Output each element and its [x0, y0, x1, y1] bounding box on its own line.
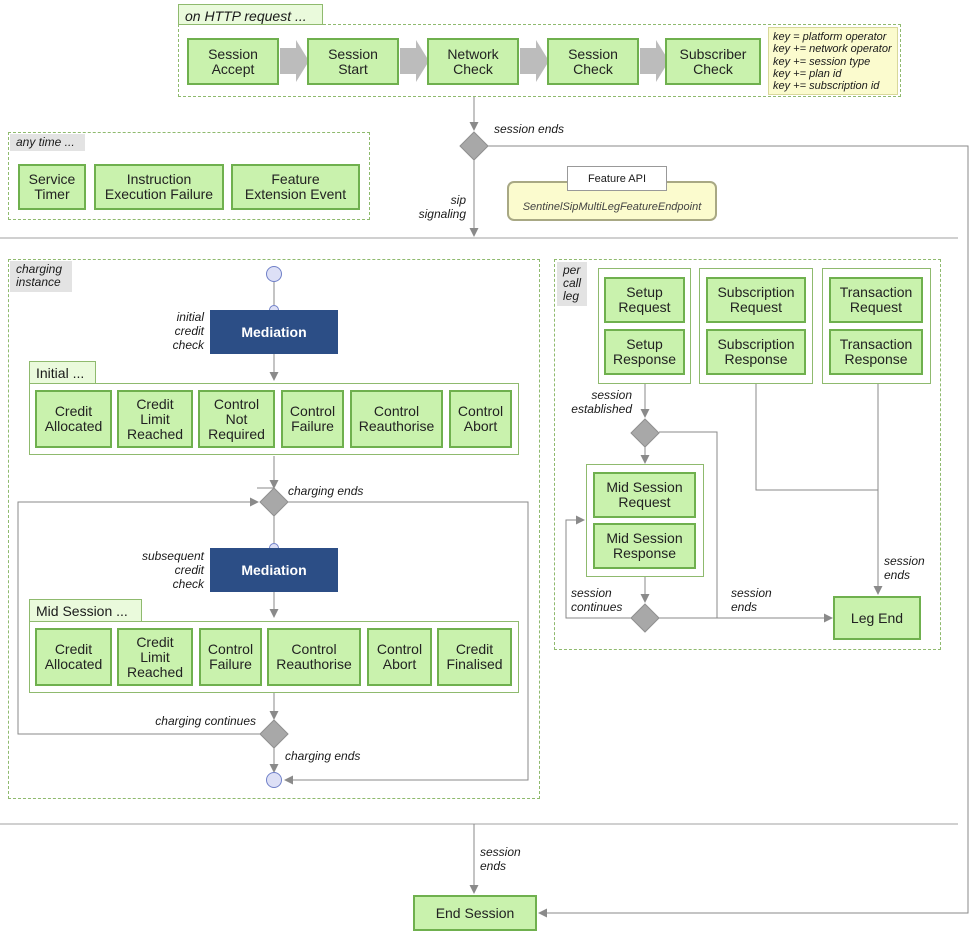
session-ends-label: session ends: [884, 554, 925, 582]
transaction-request-node[interactable]: Transaction Request: [829, 277, 923, 323]
network-check-node[interactable]: Network Check: [427, 38, 519, 85]
initial-control-abort-node[interactable]: Control Abort: [449, 390, 512, 448]
any-time-group: [8, 132, 370, 220]
charging-end-state: [266, 772, 282, 788]
initial-control-failure-node[interactable]: Control Failure: [281, 390, 344, 448]
initial-control-reauthorise-node[interactable]: Control Reauthorise: [350, 390, 443, 448]
session-ends-label: session ends: [494, 122, 565, 136]
feature-extension-event-node[interactable]: Feature Extension Event: [231, 164, 360, 210]
session-ends-label: session ends: [731, 586, 772, 614]
decision-session-continues: [630, 603, 660, 633]
leg-end-node[interactable]: Leg End: [833, 596, 921, 640]
initial-credit-check-label: initial credit check: [172, 310, 204, 352]
sip-signaling-label: sip signaling: [418, 193, 466, 221]
initial-group: [29, 383, 519, 455]
http-request-tab: on HTTP request ...: [178, 4, 323, 25]
instruction-execution-failure-node[interactable]: Instruction Execution Failure: [94, 164, 224, 210]
mid-credit-allocated-node[interactable]: Credit Allocated: [35, 628, 112, 686]
charging-continues-label: charging continues: [155, 714, 256, 728]
mid-session-tab: Mid Session ...: [29, 599, 142, 622]
session-established-label: session established: [571, 388, 632, 416]
session-continues-label: session continues: [571, 586, 623, 614]
charging-ends-label: charging ends: [285, 749, 361, 763]
charging-instance-group: [8, 259, 540, 799]
key-line: key += subscription id: [773, 80, 880, 93]
service-timer-node[interactable]: Service Timer: [18, 164, 86, 210]
decision-charging-ends: [259, 487, 289, 517]
per-call-leg-group: [554, 259, 941, 650]
key-line: key = platform operator: [773, 31, 887, 43]
mid-credit-limit-reached-node[interactable]: Credit Limit Reached: [117, 628, 193, 686]
any-time-tab: any time ...: [10, 134, 85, 151]
mid-session-request-node[interactable]: Mid Session Request: [593, 472, 696, 518]
mid-session-group: [29, 621, 519, 693]
charging-start-state: [266, 266, 282, 282]
session-ends-label: session ends: [480, 845, 521, 873]
decision-session-established: [630, 418, 660, 448]
session-check-node[interactable]: Session Check: [547, 38, 639, 85]
mid-control-abort-node[interactable]: Control Abort: [367, 628, 432, 686]
mid-session-leg-group: [586, 464, 704, 577]
setup-request-node[interactable]: Setup Request: [604, 277, 685, 323]
initial-control-not-required-node[interactable]: Control Not Required: [198, 390, 275, 448]
key-note: key = platform operator key += network o…: [768, 27, 898, 95]
session-accept-node[interactable]: Session Accept: [187, 38, 279, 85]
http-request-group: [178, 24, 901, 97]
charging-instance-tab: charging instance: [10, 261, 72, 292]
per-call-leg-tab: per call leg: [557, 262, 587, 306]
mediation-subsequent[interactable]: Mediation: [210, 548, 338, 592]
subscription-request-node[interactable]: Subscription Request: [706, 277, 806, 323]
charging-ends-label: charging ends: [288, 484, 364, 498]
setup-group: [598, 268, 691, 384]
key-line: key += network operator: [773, 43, 892, 56]
step-arrows: [280, 40, 669, 82]
initial-tab: Initial ...: [29, 361, 96, 384]
decision-charging-continues: [259, 719, 289, 749]
session-start-node[interactable]: Session Start: [307, 38, 399, 85]
initial-credit-allocated-node[interactable]: Credit Allocated: [35, 390, 112, 448]
transaction-response-node[interactable]: Transaction Response: [829, 329, 923, 375]
initial-credit-limit-reached-node[interactable]: Credit Limit Reached: [117, 390, 193, 448]
end-session-node[interactable]: End Session: [413, 895, 537, 931]
transaction-group: [822, 268, 931, 384]
feature-api-tab: Feature API: [567, 166, 667, 191]
subscription-group: [699, 268, 813, 384]
subscriber-check-node[interactable]: Subscriber Check: [665, 38, 761, 85]
subscription-response-node[interactable]: Subscription Response: [706, 329, 806, 375]
mediation-initial[interactable]: Mediation: [210, 310, 338, 354]
decision-session-ends: [459, 131, 489, 161]
mid-credit-finalised-node[interactable]: Credit Finalised: [437, 628, 512, 686]
mid-session-response-node[interactable]: Mid Session Response: [593, 523, 696, 569]
mid-control-failure-node[interactable]: Control Failure: [199, 628, 262, 686]
key-line: key += plan id: [773, 67, 842, 80]
mid-control-reauthorise-node[interactable]: Control Reauthorise: [267, 628, 361, 686]
subsequent-credit-check-label: subsequent credit check: [141, 549, 204, 591]
key-line: key += session type: [773, 55, 871, 68]
setup-response-node[interactable]: Setup Response: [604, 329, 685, 375]
